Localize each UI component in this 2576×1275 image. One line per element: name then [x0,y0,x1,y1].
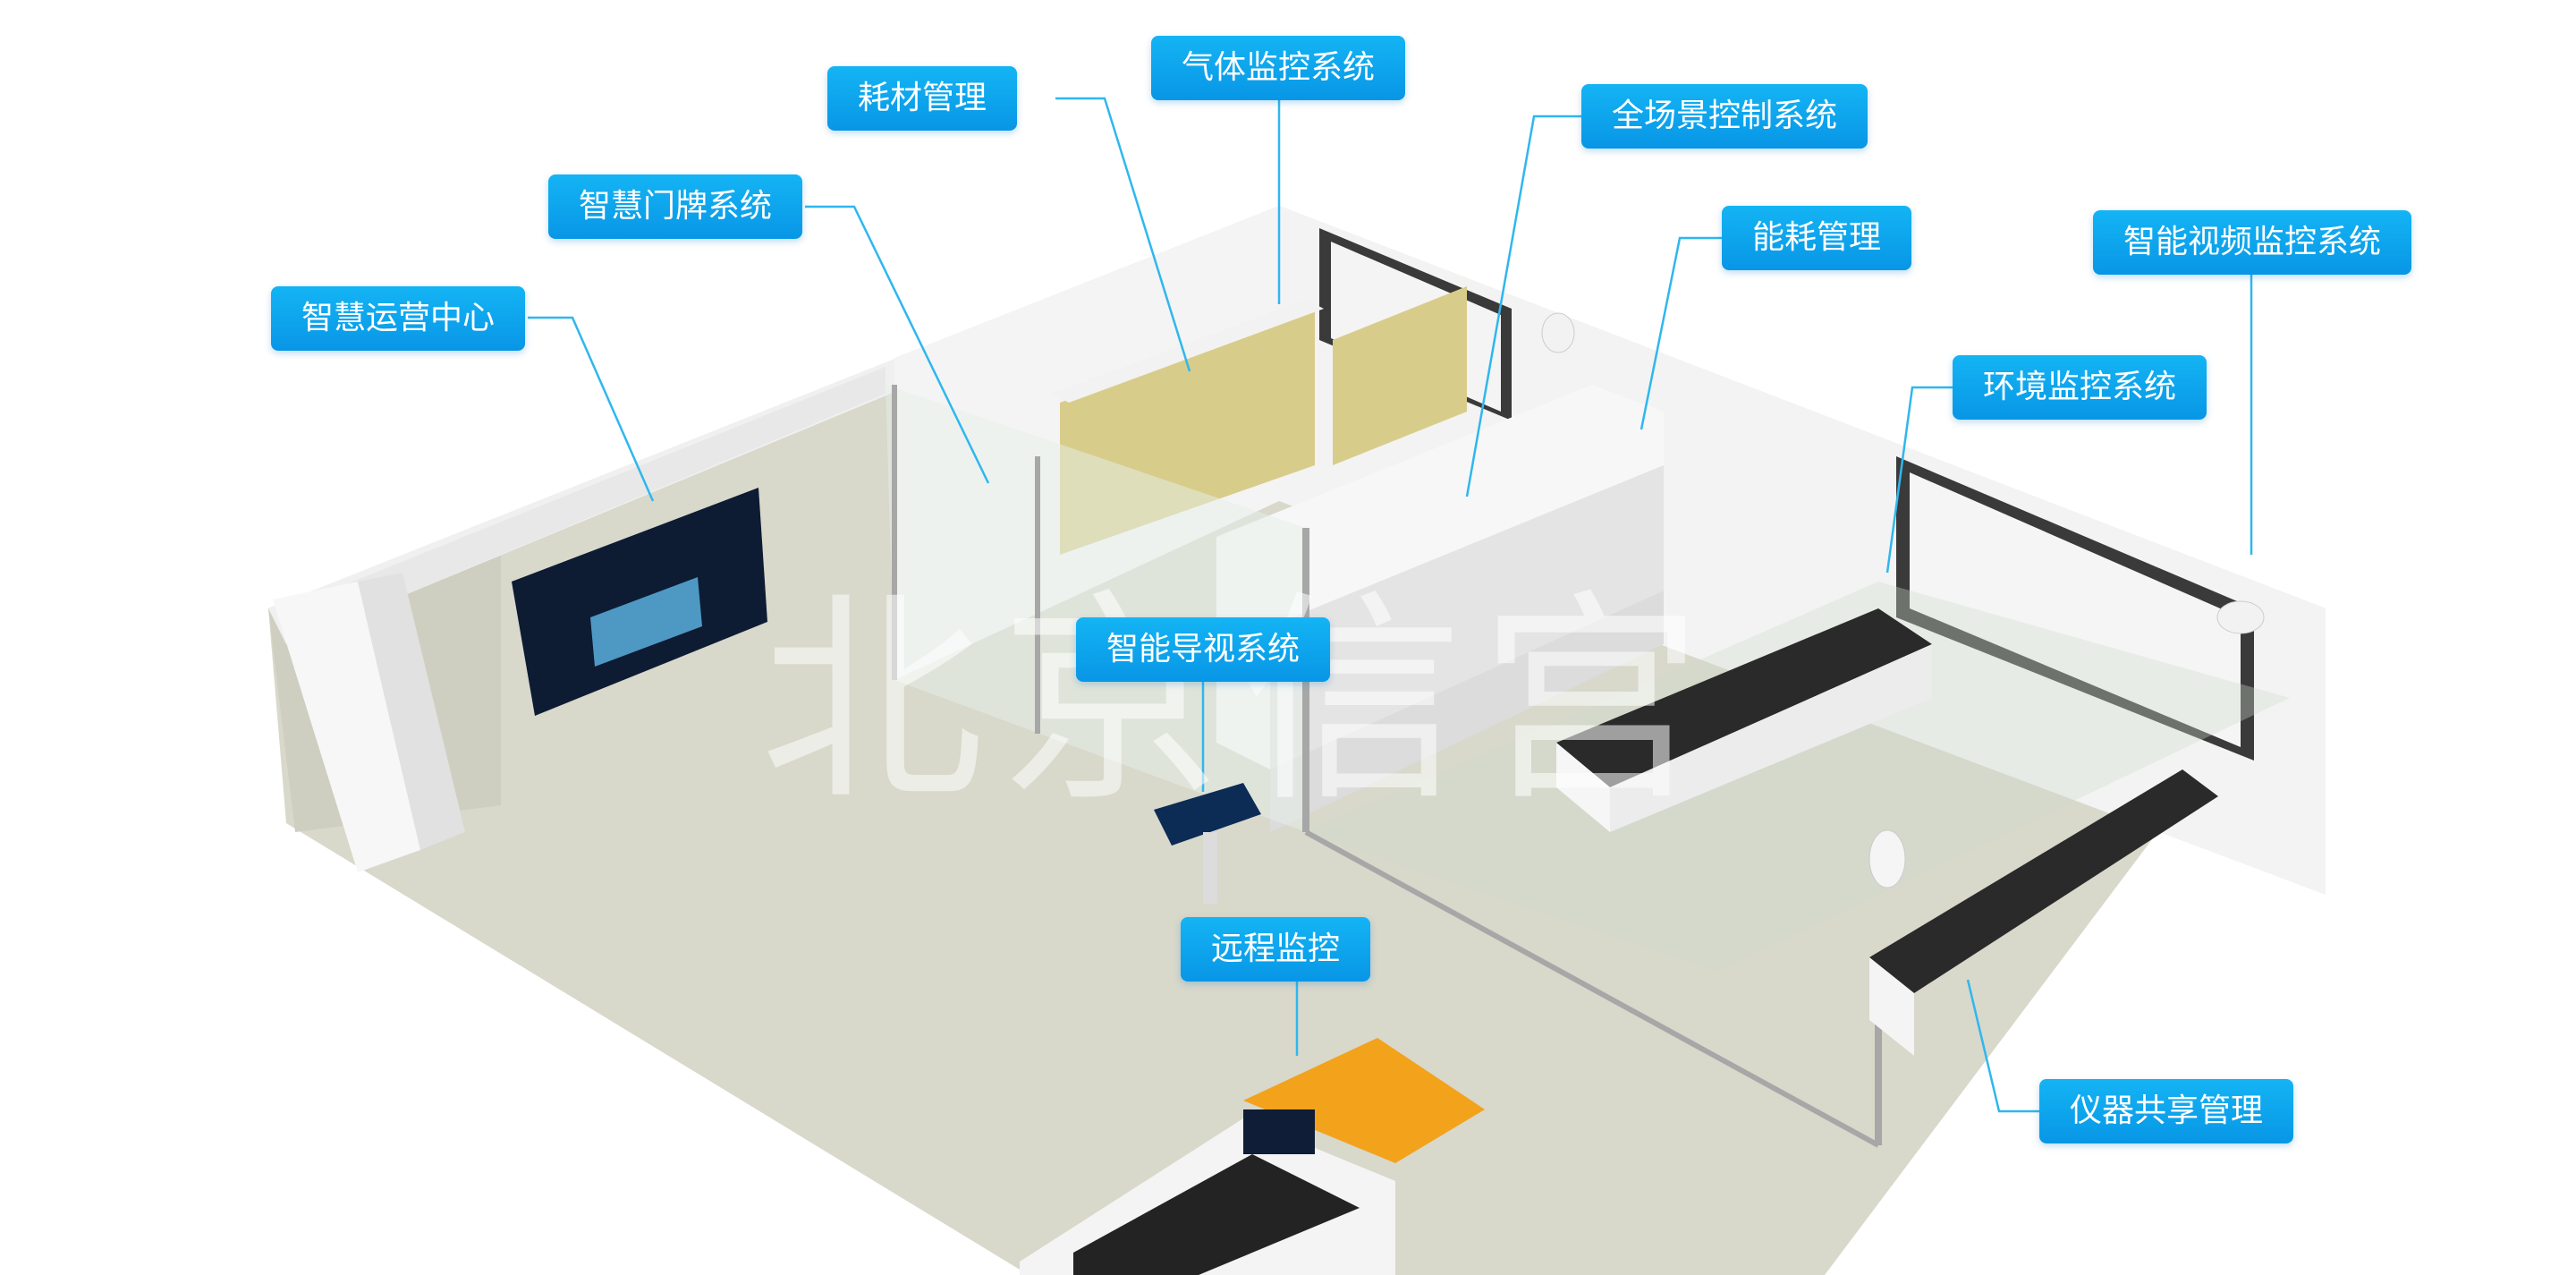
label-scene-control: 全场景控制系统 [1581,84,1868,149]
leader-operations-center [528,316,655,502]
fume-hood-base [1270,591,1664,832]
left-pillar-side [358,573,465,850]
label-video-monitor: 智能视频监控系统 [2093,210,2412,275]
camera-right [2216,600,2265,634]
gas-cabinets-right [1333,286,1467,465]
label-door-sign: 智慧门牌系统 [548,174,803,239]
left-wall-face [286,367,886,644]
leader-door-sign [805,205,990,484]
leader-energy [1640,236,1722,430]
reception-desk-counter [1073,1154,1360,1275]
guide-kiosk-stand [1203,832,1217,904]
screen-glow [590,577,702,667]
label-energy: 能耗管理 [1722,206,1912,270]
label-operations-center: 智慧运营中心 [271,286,526,351]
camera-rear [1541,312,1575,353]
leader-scene-control [1465,115,1581,497]
leader-consumables [1055,97,1191,372]
desk-monitor [1243,1109,1315,1154]
gas-cabinets-top [1051,300,1324,403]
label-remote-monitor: 远程监控 [1181,917,1371,982]
fume-hoods-front [1270,465,1664,769]
glass-partition-left [886,385,1306,832]
label-instrument-sharing: 仪器共享管理 [2039,1079,2294,1143]
partition-frame-4 [1304,829,1880,1148]
lab-bench-front-face [1869,957,1914,1056]
guide-kiosk-screen [1154,783,1261,846]
label-environment: 环境监控系统 [1953,355,2207,420]
lab-bench-right [1556,608,1932,787]
leader-lines [528,97,2253,1113]
left-pillar [273,582,420,872]
leader-instrument-sharing [1966,979,2039,1113]
camera-front [1868,829,1906,888]
label-consumables: 耗材管理 [827,66,1018,131]
label-gas-monitor: 气体监控系统 [1151,36,1406,100]
lab-bench-front [1869,769,2218,993]
lab-bench-right-front [1610,644,1932,832]
right-back-wall [1279,206,2326,895]
label-guide-display: 智能导视系统 [1076,617,1331,682]
lab-bench-right-base [1556,743,1610,832]
back-window-right-glass [1910,472,2241,747]
glass-partition-front [1306,582,2290,971]
reception-desk-top [1243,1038,1485,1163]
leader-environment [1885,386,1953,574]
